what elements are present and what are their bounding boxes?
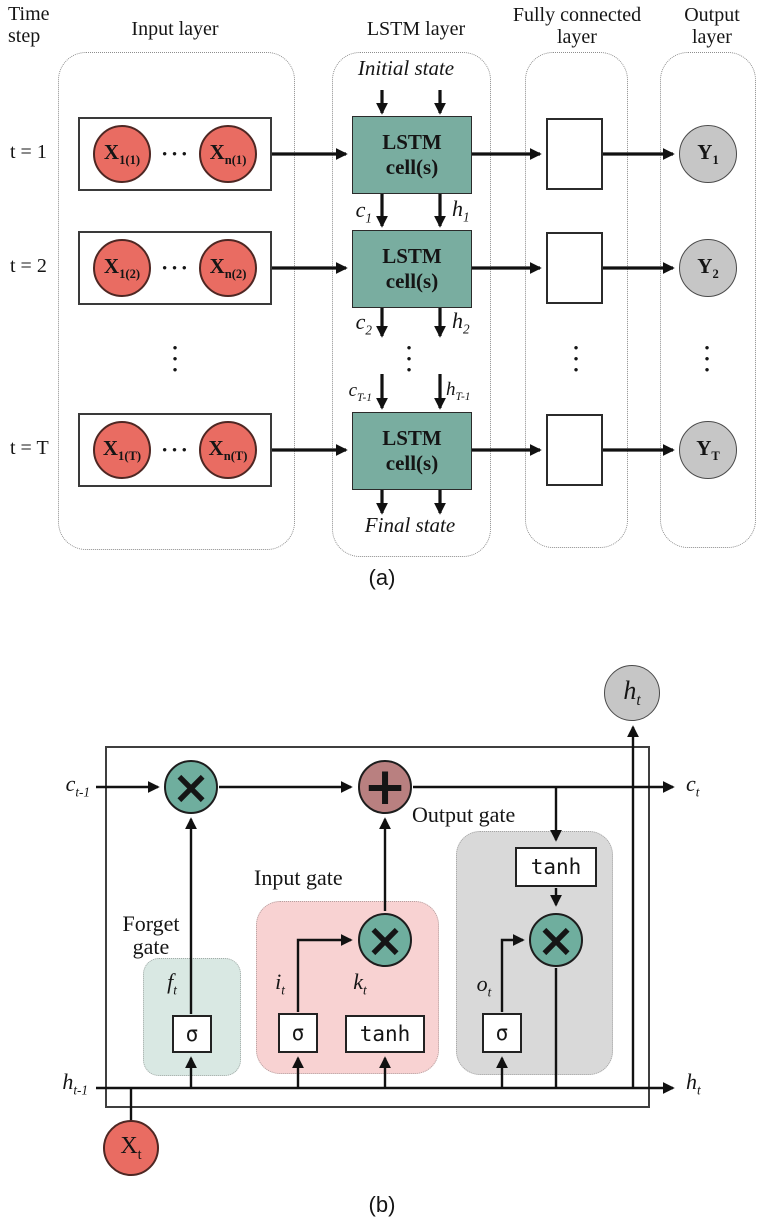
- cell-state-label-c1: c1: [355, 197, 372, 226]
- fully-connected-box: [546, 414, 603, 486]
- vertical-ellipsis: • • •: [406, 340, 412, 377]
- figure-b-caption: (b): [368, 1192, 396, 1217]
- neuron-label: X1(1): [103, 139, 141, 168]
- hidden-output-label: ht: [623, 675, 641, 710]
- fully-connected-layer-container: [525, 52, 628, 548]
- lstm-cell-box: LSTM cell(s): [352, 116, 472, 194]
- input-neuron: Xn(2): [199, 239, 257, 297]
- output-signal-label: ot: [476, 971, 492, 1000]
- vertical-ellipsis: • • •: [704, 340, 710, 377]
- time-step-label-t1: t = 1: [10, 141, 47, 163]
- cell-tanh-box: tanh: [515, 847, 597, 887]
- input-neuron: X1(T): [93, 421, 151, 479]
- output-multiply-node: ×: [529, 913, 583, 967]
- forget-multiply-node: ×: [164, 760, 218, 814]
- input-layer-header: Input layer: [131, 18, 219, 40]
- cell-state-label-c2: c2: [355, 309, 372, 338]
- input-node-box: X1(T) • • • Xn(T): [78, 413, 272, 487]
- input-neuron: Xn(T): [199, 421, 257, 479]
- forget-sigmoid-box: σ: [172, 1015, 212, 1053]
- time-step-header: Time step: [8, 3, 50, 48]
- hidden-output-node: ht: [604, 665, 660, 721]
- lstm-layer-container: [332, 52, 491, 557]
- final-state-label: Final state: [364, 513, 456, 537]
- output-gate-label: Output gate: [412, 802, 516, 827]
- lstm-cell-box: LSTM cell(s): [352, 230, 472, 308]
- input-layer-container: [58, 52, 295, 550]
- cell-state-label-cT-1: cT-1: [348, 380, 372, 404]
- figure-a-caption: (a): [368, 565, 396, 590]
- vertical-ellipsis: • • •: [172, 340, 178, 377]
- lstm-layer-header: LSTM layer: [366, 18, 466, 40]
- input-vector-label: Xt: [120, 1132, 142, 1163]
- input-gate-label: Input gate: [254, 865, 343, 890]
- fully-connected-box: [546, 232, 603, 304]
- input-sigmoid-box: σ: [278, 1013, 318, 1053]
- forget-signal-label: ft: [167, 969, 177, 998]
- vertical-ellipsis: • • •: [573, 340, 579, 377]
- time-step-label-t2: t = 2: [10, 255, 47, 277]
- output-layer-container: [660, 52, 756, 548]
- hidden-state-label-hT-1: hT-1: [446, 379, 471, 403]
- input-signal-label: it: [275, 969, 285, 998]
- horizontal-ellipsis: • • •: [162, 442, 188, 457]
- neuron-label: Xn(2): [209, 253, 247, 282]
- neuron-label: X1(T): [102, 435, 142, 464]
- input-neuron: X1(1): [93, 125, 151, 183]
- input-neuron: Xn(1): [199, 125, 257, 183]
- neuron-label: X1(2): [103, 253, 141, 282]
- fully-connected-box: [546, 118, 603, 190]
- hidden-state-next-label: ht: [686, 1069, 701, 1098]
- figure-b-arrows: [96, 725, 675, 1094]
- input-node-box: X1(2) • • • Xn(2): [78, 231, 272, 305]
- output-neuron: Y1: [679, 125, 737, 183]
- input-vector-node: Xt: [103, 1120, 159, 1176]
- output-label: Y1: [697, 139, 719, 168]
- output-label: YT: [696, 435, 720, 464]
- initial-state-label: Initial state: [357, 56, 455, 80]
- input-multiply-node: ×: [358, 913, 412, 967]
- cell-add-node: +: [358, 760, 412, 814]
- time-step-label-tT: t = T: [10, 437, 49, 459]
- lstm-cell-body-box: [105, 746, 650, 1108]
- output-sigmoid-box: σ: [482, 1013, 522, 1053]
- figure-a-arrows: [272, 90, 675, 515]
- neuron-label: Xn(T): [208, 435, 248, 464]
- hidden-state-label-h1: h1: [452, 196, 470, 225]
- candidate-signal-label: kt: [353, 969, 367, 998]
- forget-gate-label: Forget gate: [122, 911, 180, 960]
- lstm-cell-box: LSTM cell(s): [352, 412, 472, 490]
- output-neuron: YT: [679, 421, 737, 479]
- horizontal-ellipsis: • • •: [162, 260, 188, 275]
- cell-state-prev-label: ct-1: [65, 771, 90, 800]
- candidate-tanh-box: tanh: [345, 1015, 425, 1053]
- hidden-state-prev-label: ht-1: [62, 1069, 88, 1098]
- horizontal-ellipsis: • • •: [162, 146, 188, 161]
- output-layer-header: Output layer: [684, 4, 740, 49]
- input-node-box: X1(1) • • • Xn(1): [78, 117, 272, 191]
- neuron-label: Xn(1): [209, 139, 247, 168]
- output-neuron: Y2: [679, 239, 737, 297]
- fully-connected-layer-header: Fully connected layer: [512, 4, 642, 49]
- figure-b-plain-lines: [129, 968, 558, 1121]
- output-label: Y2: [697, 253, 719, 282]
- input-neuron: X1(2): [93, 239, 151, 297]
- hidden-state-label-h2: h2: [452, 308, 470, 337]
- cell-state-next-label: ct: [686, 771, 700, 800]
